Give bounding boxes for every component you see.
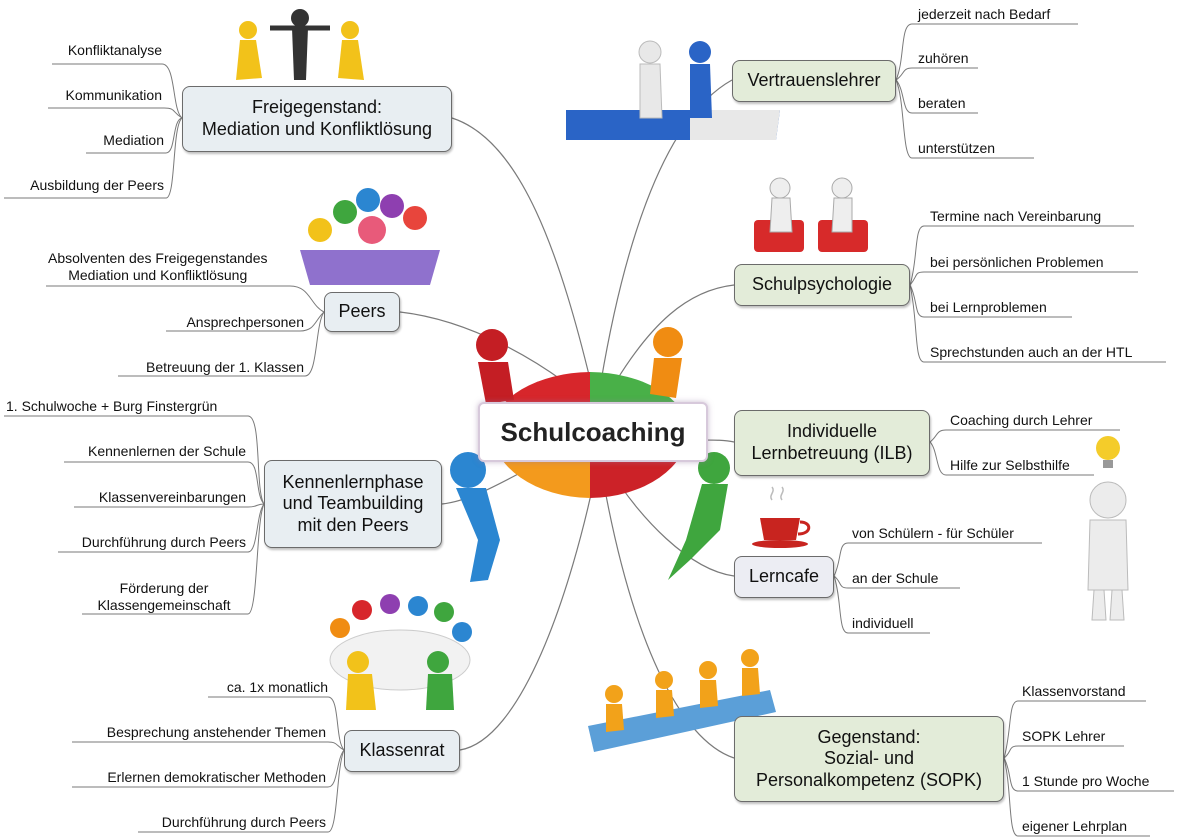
connector-schulpsychologie xyxy=(604,284,735,401)
leaf-lerncafe-2: an der Schule xyxy=(852,570,939,586)
node-vertrauenslehrer[interactable]: Vertrauenslehrer xyxy=(732,60,896,102)
lightbulb-figure-illustration xyxy=(1087,436,1129,621)
leaf-schulpsychologie-2: bei persönlichen Problemen xyxy=(930,254,1104,270)
node-freigegenstand[interactable]: Freigegenstand: Mediation und Konfliktlö… xyxy=(182,86,452,152)
node-kennenlernphase[interactable]: Kennenlernphase und Teambuilding mit den… xyxy=(264,460,442,548)
leaf-klassenrat-2: Besprechung anstehender Themen xyxy=(106,724,326,740)
leaf-sopk-4: eigener Lehrplan xyxy=(1022,818,1128,834)
node-ilb[interactable]: Individuelle Lernbetreuung (ILB) xyxy=(734,410,930,476)
leaf-klassenrat-1: ca. 1x monatlich xyxy=(226,679,328,695)
leaf-freigegenstand-1: Konfliktanalyse xyxy=(67,42,162,58)
leaf-klassenrat-4: Durchführung durch Peers xyxy=(161,814,326,830)
leaf-vertrauenslehrer-4: unterstützen xyxy=(918,140,996,156)
node-klassenrat[interactable]: Klassenrat xyxy=(344,730,460,772)
leaf-schulpsychologie-4: Sprechstunden auch an der HTL xyxy=(930,344,1133,360)
leaf-schulpsychologie-1: Termine nach Vereinbarung xyxy=(930,208,1102,224)
leaf-ilb-2: Hilfe zur Selbsthilfe xyxy=(950,457,1070,473)
counseling-chairs-illustration xyxy=(754,177,868,252)
leaf-peers-3: Betreuung der 1. Klassen xyxy=(146,359,304,375)
leaf-ilb-1: Coaching durch Lehrer xyxy=(950,412,1093,428)
leaf-kennenlernphase-3: Klassenvereinbarungen xyxy=(98,489,246,505)
leaf-vertrauenslehrer-1: jederzeit nach Bedarf xyxy=(918,6,1051,22)
leaf-sopk-3: 1 Stunde pro Woche xyxy=(1022,773,1150,789)
leaf-freigegenstand-4: Ausbildung der Peers xyxy=(30,177,164,193)
figure-orange xyxy=(650,327,683,398)
leaf-freigegenstand-3: Mediation xyxy=(103,132,164,148)
leaf-lerncafe-3: individuell xyxy=(852,615,914,631)
leaf-peers-2: Ansprechpersonen xyxy=(186,314,304,330)
connector-sopk xyxy=(599,461,735,759)
leaf-kennenlernphase-5: Förderung der Klassengemeinschaft xyxy=(97,580,231,613)
mediation-figures-illustration xyxy=(236,9,364,80)
node-schulpsychologie[interactable]: Schulpsychologie xyxy=(734,264,910,306)
connector-freigegenstand xyxy=(451,117,596,401)
figure-blue xyxy=(450,452,500,582)
leaf-freigegenstand-2: Kommunikation xyxy=(65,87,163,103)
node-peers[interactable]: Peers xyxy=(324,292,400,332)
leaf-vertrauenslehrer-3: beraten xyxy=(918,95,966,111)
connector-klassenrat xyxy=(459,461,599,751)
leaf-klassenrat-3: Erlernen demokratischer Methoden xyxy=(107,769,326,785)
handshake-puzzle-illustration xyxy=(566,40,780,140)
leaf-vertrauenslehrer-2: zuhören xyxy=(918,50,969,66)
round-table-illustration xyxy=(329,594,472,710)
node-sopk[interactable]: Gegenstand: Sozial- und Personalkompeten… xyxy=(734,716,1004,802)
crowd-illustration xyxy=(300,188,440,285)
leaf-kennenlernphase-2: Kennenlernen der Schule xyxy=(87,443,246,459)
coffee-cup-icon xyxy=(752,486,811,548)
leaf-schulpsychologie-3: bei Lernproblemen xyxy=(930,299,1047,315)
leaf-lerncafe-1: von Schülern - für Schüler xyxy=(852,525,1014,541)
leaf-peers-1: Absolventen des Freigegenstandes Mediati… xyxy=(48,250,268,283)
leaf-kennenlernphase-1: 1. Schulwoche + Burg Finstergrün xyxy=(6,398,218,414)
leaf-sopk-2: SOPK Lehrer xyxy=(1022,728,1106,744)
leaf-sopk-1: Klassenvorstand xyxy=(1022,683,1126,699)
puzzle-bridge-illustration xyxy=(588,649,776,752)
figure-green xyxy=(668,452,730,580)
central-node[interactable]: Schulcoaching xyxy=(478,402,708,462)
figure-red xyxy=(476,329,514,404)
node-lerncafe[interactable]: Lerncafe xyxy=(734,556,834,598)
leaf-kennenlernphase-4: Durchführung durch Peers xyxy=(81,534,246,550)
